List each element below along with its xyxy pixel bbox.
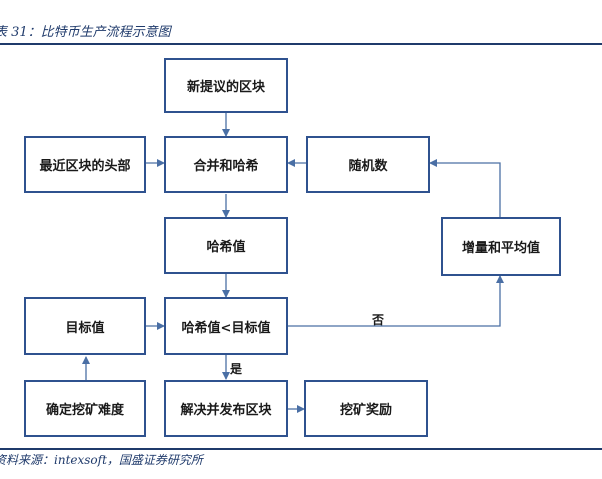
node-random: 随机数 [306,136,430,193]
edge-label-no: 否 [372,313,385,327]
node-target: 目标值 [24,297,146,355]
edge-label-yes: 是 [230,362,243,376]
node-new-block: 新提议的区块 [164,58,288,113]
node-mining-difficulty: 确定挖矿难度 [24,380,146,437]
node-mining-reward: 挖矿奖励 [304,380,428,437]
arrow-compare-to-increase [288,275,504,327]
node-hash-value: 哈希值 [164,217,288,274]
node-latest-header: 最近区块的头部 [24,136,146,193]
node-hash-less-than-target: 哈希值<目标值 [164,297,288,355]
bottom-rule [0,448,602,450]
node-solve-publish: 解决并发布区块 [164,380,288,437]
arrow-increase-to-random [429,159,501,217]
top-rule [0,43,602,45]
figure-caption: 表 31：比特币生产流程示意图 [0,25,171,40]
source-note: 资料来源：intexsoft，国盛证券研究所 [0,453,203,467]
node-increase-average: 增量和平均值 [441,217,561,276]
node-merge-hash: 合并和哈希 [164,136,288,193]
